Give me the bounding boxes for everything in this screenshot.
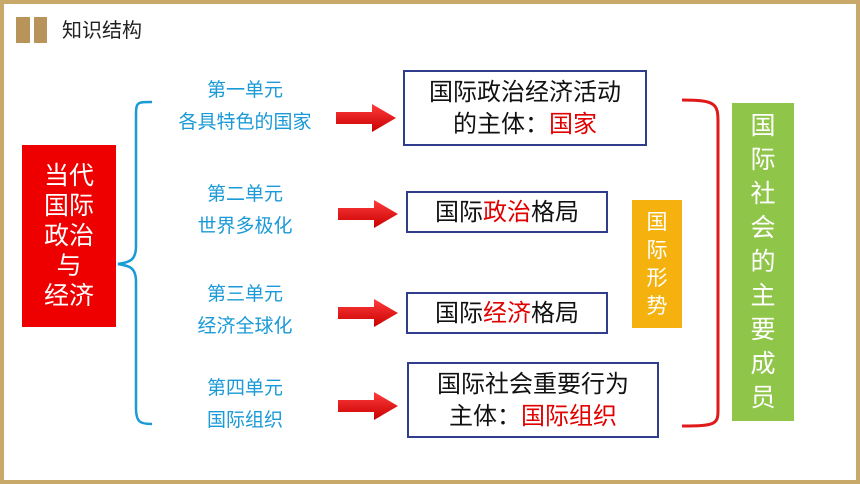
target-1-line1: 国际政治经济活动 (429, 78, 621, 106)
root-line: 与 (56, 251, 82, 280)
target-2-pre: 国际 (435, 198, 483, 226)
blue-bracket (117, 100, 153, 426)
unit-3-number: 第三单元 (206, 283, 283, 305)
root-line: 政治 (43, 221, 94, 250)
page-title: 知识结构 (62, 18, 142, 42)
target-4-line2: 主体：国际组织 (437, 400, 629, 432)
target-political-pattern: 国际政治格局 (406, 191, 608, 233)
unit-2: 第二单元 世界多极化 (150, 178, 340, 242)
international-situation-box: 国际形势 (632, 200, 682, 328)
unit-4: 第四单元 国际组织 (150, 372, 340, 436)
international-situation-text: 国际形势 (646, 210, 668, 318)
target-2-highlight: 政治 (483, 198, 531, 226)
arrow-2-shape (338, 200, 398, 228)
target-3-pre: 国际 (435, 299, 483, 327)
target-economic-pattern: 国际经济格局 (406, 292, 608, 334)
target-1-line2: 的主体：国家 (429, 108, 621, 140)
target-2-post: 格局 (531, 198, 579, 226)
unit-2-name: 世界多极化 (197, 215, 293, 237)
root-line: 当代 (43, 161, 94, 190)
unit-1-number: 第一单元 (206, 79, 283, 101)
unit-1-name: 各具特色的国家 (178, 111, 312, 133)
target-3-post: 格局 (531, 299, 579, 327)
target-3-highlight: 经济 (483, 299, 531, 327)
root-line: 国际 (43, 191, 94, 220)
target-1-label: 的主体： (453, 110, 549, 138)
root-line: 经济 (43, 281, 94, 310)
main-members-box: 国际社会的主要成员 (732, 103, 794, 421)
arrow-1-shape (336, 104, 396, 132)
unit-2-number: 第二单元 (206, 183, 283, 205)
header-bar-left (16, 17, 30, 43)
unit-4-number: 第四单元 (206, 377, 283, 399)
header-bar-right (34, 17, 47, 43)
target-4-highlight: 国际组织 (521, 402, 617, 430)
arrow-3-shape (338, 299, 398, 327)
red-bracket (681, 98, 720, 428)
unit-4-name: 国际组织 (206, 409, 283, 431)
unit-3-name: 经济全球化 (197, 315, 293, 337)
target-4-line1: 国际社会重要行为 (437, 370, 629, 398)
target-1-highlight: 国家 (549, 110, 597, 138)
main-members-text: 国际社会的主要成员 (750, 111, 776, 412)
unit-3: 第三单元 经济全球化 (150, 278, 340, 342)
target-international-orgs: 国际社会重要行为 主体：国际组织 (407, 362, 659, 438)
target-main-actor-state: 国际政治经济活动 的主体：国家 (403, 70, 647, 146)
arrow-4-shape (338, 392, 398, 420)
target-4-label: 主体： (449, 402, 521, 430)
root-box: 当代 国际 政治 与 经济 (22, 145, 116, 327)
unit-1: 第一单元 各具特色的国家 (150, 74, 340, 138)
